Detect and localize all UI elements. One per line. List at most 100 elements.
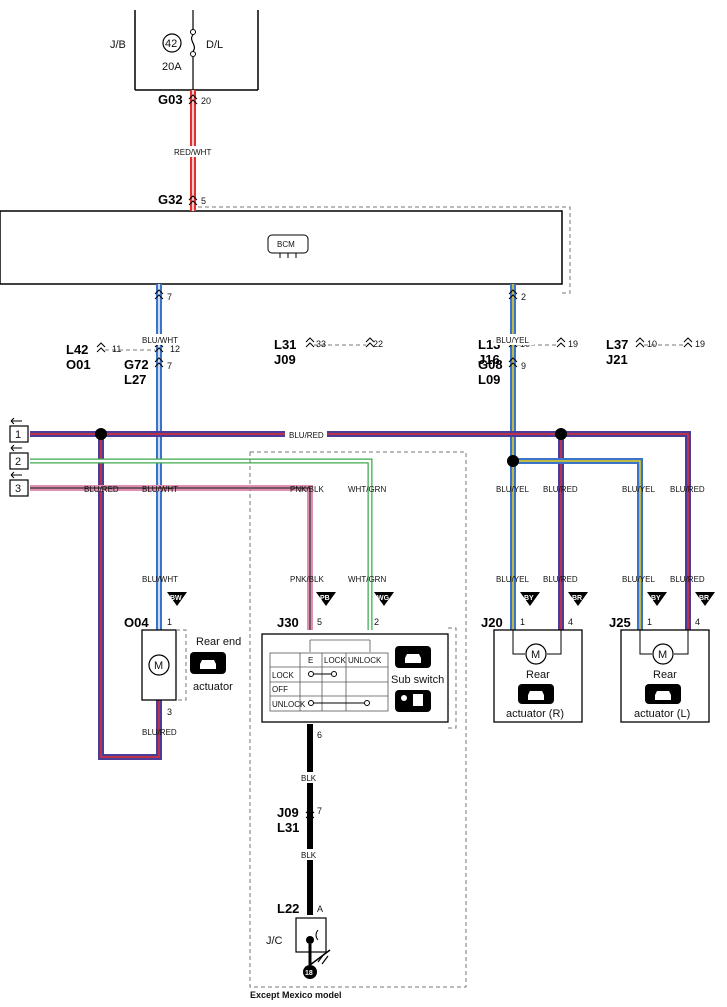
connector-l31: L31 xyxy=(274,337,296,352)
connector-l22: L22 xyxy=(277,901,299,916)
col-unlock: UNLOCK xyxy=(348,656,382,665)
wire-label: PNK/BLK xyxy=(290,485,324,494)
wire-label: BLU/WHT xyxy=(142,575,178,584)
bus-1-blu-red xyxy=(30,431,691,630)
pin: 7 xyxy=(317,806,322,816)
motor-icon xyxy=(652,643,674,665)
wire-label: BLU/YEL xyxy=(496,575,529,584)
motor-icon xyxy=(148,654,170,676)
wire-label: BLU/YEL xyxy=(622,485,655,494)
connector-j20: J20 xyxy=(481,615,503,630)
col-e: E xyxy=(308,656,313,665)
joint-connector-ground: J/C 18 xyxy=(266,917,331,979)
actuator-label: actuator xyxy=(193,681,233,693)
connector-o04: O04 xyxy=(124,615,149,630)
junction-block: J/B 42 20A D/L xyxy=(110,10,259,91)
col-lock: LOCK xyxy=(324,656,346,665)
motor-label: M xyxy=(531,649,540,661)
motor-label: M xyxy=(658,649,667,661)
pin: 7 xyxy=(167,292,172,302)
bus-connectors: 1 2 3 xyxy=(9,417,29,497)
wire-labels: RED/WHT BLU/WHT BLU/YEL BLU/RED BLU/RED … xyxy=(84,146,705,860)
pin: 5 xyxy=(317,617,322,627)
rear-end-actuator: M Rear end actuator xyxy=(141,629,241,701)
fuse-icon xyxy=(190,34,196,52)
pin: 11 xyxy=(112,344,121,354)
motor-label: M xyxy=(154,660,163,672)
rear-label: Rear xyxy=(526,669,550,681)
connector-j16: J16 xyxy=(478,352,500,367)
pin: 12 xyxy=(170,344,180,354)
pin: 2 xyxy=(374,617,379,627)
connector-j25: J25 xyxy=(609,615,631,630)
connector-g32: G32 xyxy=(158,192,183,207)
connector-l27: L27 xyxy=(124,372,146,387)
wire-label: BLU/YEL xyxy=(496,336,529,345)
fuse-number: 42 xyxy=(165,38,177,50)
pin: 19 xyxy=(695,339,705,349)
wire-blu-red-o04 xyxy=(98,434,162,760)
bcm-label: BCM xyxy=(277,240,295,249)
badge-br: BR xyxy=(572,595,582,602)
arrow-icon xyxy=(10,444,22,452)
wire-blu-yel-branches xyxy=(510,458,643,630)
wire-label: BLU/RED xyxy=(289,431,324,440)
connector-g72: G72 xyxy=(124,357,149,372)
arrow-icon xyxy=(10,417,22,425)
bus-2-label: 2 xyxy=(15,456,21,468)
connector-o01: O01 xyxy=(66,357,91,372)
connector-g08: G08 xyxy=(478,357,503,372)
connector-j21: J21 xyxy=(606,352,628,367)
wire-label: BLU/RED xyxy=(543,485,578,494)
pin: 1 xyxy=(520,617,525,627)
pin: 20 xyxy=(201,96,211,106)
wire-label: BLU/RED xyxy=(670,575,705,584)
pin: 3 xyxy=(167,707,172,717)
bus-1-label: 1 xyxy=(15,429,21,441)
fuse-rating: 20A xyxy=(162,61,182,73)
pin: 1 xyxy=(647,617,652,627)
pin: 7 xyxy=(167,361,172,371)
jc-label: J/C xyxy=(266,935,283,947)
sub-switch: E LOCK UNLOCK LOCK OFF UNLOCK Sub switch xyxy=(261,627,457,729)
badge-pb: PB xyxy=(320,595,330,602)
pin: 22 xyxy=(373,339,383,349)
sub-switch-label: Sub switch xyxy=(391,674,444,686)
connector-dash-links xyxy=(105,344,684,351)
badge-bw: BW xyxy=(170,595,182,602)
wire-label: PNK/BLK xyxy=(290,575,324,584)
wire-label: BLK xyxy=(301,774,317,783)
motor-icon xyxy=(525,643,547,665)
badge-br: BR xyxy=(699,595,709,602)
connector-l42: L42 xyxy=(66,342,88,357)
color-badges: BW PB WG BY BR BY BR xyxy=(167,592,715,606)
wire-label: WHT/GRN xyxy=(348,485,386,494)
except-mexico-frame xyxy=(249,451,467,988)
connector-l37: L37 xyxy=(606,337,628,352)
wire-label: BLU/WHT xyxy=(142,336,178,345)
ground-number: 18 xyxy=(305,970,313,977)
pin: A xyxy=(317,904,323,914)
wire-label: WHT/GRN xyxy=(348,575,386,584)
wire-label: BLU/RED xyxy=(142,728,177,737)
badge-by: BY xyxy=(651,595,661,602)
pin: 2 xyxy=(521,292,526,302)
rear-actuator-r: M Rear actuator (R) xyxy=(493,629,583,723)
connector-l31-lower: L31 xyxy=(277,820,299,835)
ground-icon xyxy=(309,949,331,966)
connector-g03: G03 xyxy=(158,92,183,107)
connector-l09: L09 xyxy=(478,372,500,387)
wire-label: BLU/RED xyxy=(84,485,119,494)
wire-label: BLU/RED xyxy=(670,485,705,494)
row-lock: LOCK xyxy=(272,671,294,680)
wire-label: BLU/RED xyxy=(543,575,578,584)
bus-3-pnk-blk xyxy=(30,485,313,630)
rear-end-label: Rear end xyxy=(196,636,241,648)
pin: 19 xyxy=(568,339,578,349)
ground-number-circle xyxy=(303,965,317,979)
rear-actuator-l: M Rear actuator (L) xyxy=(620,629,710,723)
jb-label: J/B xyxy=(110,39,126,51)
badge-wg: WG xyxy=(377,595,390,602)
pin: 33 xyxy=(316,339,326,349)
